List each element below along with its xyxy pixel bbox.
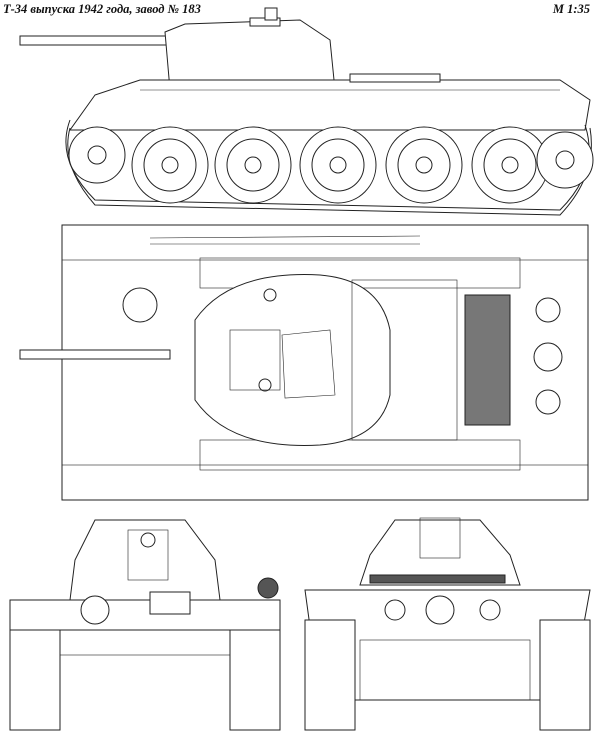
- engine-deck-side: [349, 73, 441, 83]
- side-view: [19, 7, 594, 216]
- tow-cable: [149, 235, 421, 239]
- drive-sprocket: [536, 131, 594, 189]
- left-track-rear: [304, 619, 356, 731]
- turret-top: [194, 274, 391, 446]
- exhaust: [479, 599, 501, 621]
- road-wheels: [131, 126, 549, 204]
- idler-wheel: [68, 126, 126, 184]
- turret-ring-shadow: [369, 574, 506, 584]
- gun-barrel: [19, 35, 171, 46]
- right-track-front: [229, 629, 281, 731]
- road-wheel: [299, 126, 377, 204]
- hull-front: [9, 599, 281, 631]
- gun-barrel-top: [19, 349, 171, 360]
- engine-grille: [464, 294, 511, 426]
- scale-label: М 1:35: [552, 2, 590, 16]
- commander-hatch: [264, 7, 278, 21]
- gun-mantlet: [127, 529, 169, 581]
- rear-view: [304, 517, 591, 731]
- left-track-front: [9, 629, 61, 731]
- turret-front: [69, 519, 221, 601]
- engine-deck: [351, 279, 458, 441]
- road-wheel: [471, 126, 549, 204]
- exhaust: [384, 599, 406, 621]
- rear-hatch: [425, 595, 455, 625]
- road-wheel: [131, 126, 209, 204]
- road-wheel: [214, 126, 292, 204]
- fender-left: [61, 224, 589, 261]
- driver-hatch: [122, 287, 158, 323]
- top-view: [19, 224, 589, 501]
- road-wheel: [385, 126, 463, 204]
- fender-right: [61, 464, 589, 501]
- turret-rear: [359, 519, 521, 586]
- headlight: [257, 577, 279, 599]
- right-track-rear: [539, 619, 591, 731]
- hull-side: [69, 79, 591, 131]
- front-view: [9, 519, 281, 731]
- drawing-title: Т-34 выпуска 1942 года, завод № 183: [3, 2, 201, 16]
- machine-gun-mount: [80, 595, 110, 625]
- driver-hatch-front: [149, 591, 191, 615]
- turret-hatch: [281, 329, 336, 399]
